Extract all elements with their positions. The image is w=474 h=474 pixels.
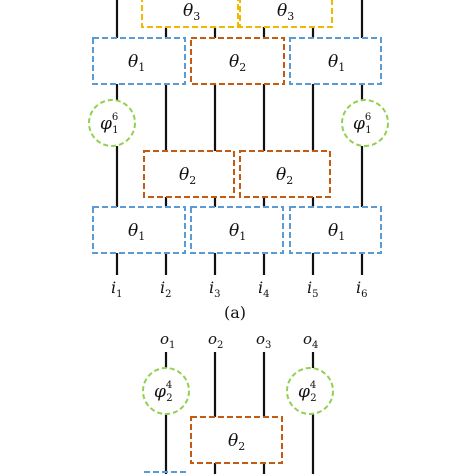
figure-caption: (a): [224, 303, 246, 322]
middle-theta2-block-left: [143, 150, 235, 198]
bottom-theta1-block-2: [190, 206, 284, 254]
bottom-theta1-label-3: θ1: [328, 221, 345, 243]
bottom-theta1-block-3: [289, 206, 382, 254]
middle-theta2-label-right: θ2: [276, 165, 293, 187]
upper-theta1-label-left: θ1: [128, 52, 145, 74]
bottom-wires: [164, 352, 315, 474]
input-label-2: i2: [160, 278, 172, 300]
middle-theta2-block-right: [239, 150, 331, 198]
input-label-5: i5: [307, 278, 319, 300]
bottom-phi-node-left: [142, 367, 190, 415]
theta3-row: θ3 θ3: [141, 0, 333, 28]
bottom-gate-row: θ1 θ1 θ1: [92, 206, 382, 254]
bottom-theta2-row: θ2: [190, 416, 283, 464]
upper-theta1-block-left: [92, 37, 186, 85]
input-label-3: i3: [209, 278, 221, 300]
top-wires: [115, 0, 364, 275]
bottom-theta2-label: θ2: [228, 431, 245, 453]
theta3-label-left: θ3: [183, 1, 200, 23]
upper-theta1-block-right: [289, 37, 382, 85]
output-label-4: o4: [303, 330, 318, 351]
output-labels: o1 o2 o3 o4: [160, 330, 318, 351]
upper-gate-row: θ1 θ2 θ1: [92, 37, 382, 85]
upper-theta2-block: [190, 37, 285, 85]
output-label-3: o3: [256, 330, 271, 351]
output-label-1: o1: [160, 330, 175, 351]
input-labels: i1 i2 i3 i4 i5 i6: [111, 278, 368, 300]
theta3-block-left: [141, 0, 239, 28]
upper-theta1-label-right: θ1: [328, 52, 345, 74]
theta3-label-right: θ3: [277, 1, 294, 23]
upper-theta2-label: θ2: [229, 52, 246, 74]
bottom-theta2-block: [190, 416, 283, 464]
bottom-theta1-block-1: [92, 206, 186, 254]
output-label-2: o2: [208, 330, 223, 351]
bottom-theta1-label-1: θ1: [128, 221, 145, 243]
input-label-4: i4: [258, 278, 270, 300]
middle-theta2-label-left: θ2: [179, 165, 196, 187]
bottom-theta1-label-2: θ1: [229, 221, 246, 243]
middle-gate-row: θ2 θ2: [143, 150, 331, 198]
bottom-phi-node-right: [286, 367, 334, 415]
input-label-6: i6: [356, 278, 368, 300]
input-label-1: i1: [111, 278, 123, 300]
phi-node-right: [341, 99, 389, 147]
phi-node-left: [88, 99, 136, 147]
theta3-block-right: [239, 0, 333, 28]
